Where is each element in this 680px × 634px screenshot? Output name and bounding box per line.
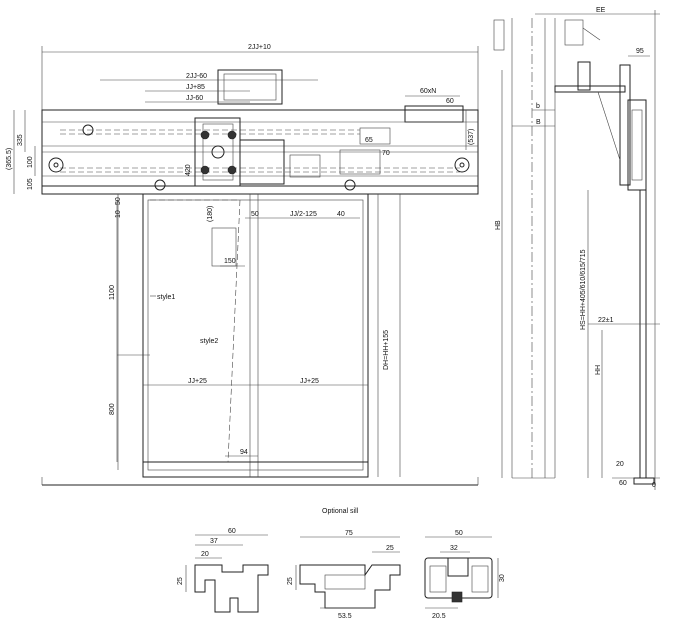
pulley-left-top	[82, 124, 94, 136]
label-95: 95	[636, 48, 644, 55]
svg-text:60: 60	[228, 528, 236, 535]
sill-profile-1: 60 37 20 25	[177, 528, 269, 613]
label-hb: HB	[495, 220, 502, 230]
label-ee: EE	[596, 7, 606, 14]
label-60-side: 60	[619, 480, 627, 487]
label-60-a: 60	[446, 98, 454, 105]
sill-profile-3: 50 32 30 20.5	[424, 530, 506, 620]
svg-text:30: 30	[499, 574, 506, 582]
label-style2: style2	[200, 338, 218, 345]
label-50-left: 50	[115, 197, 122, 205]
svg-text:25: 25	[177, 577, 184, 585]
label-50-mid: 50	[251, 211, 259, 218]
label-jj25-right: JJ+25	[300, 378, 319, 385]
pulley-right	[454, 157, 470, 173]
side-view: EE 95 b B HB HS=HH+405/610/615/715	[493, 7, 660, 490]
svg-text:53.5: 53.5	[338, 613, 352, 620]
label-jj25-left: JJ+25	[188, 378, 207, 385]
svg-text:20: 20	[201, 551, 209, 558]
label-hh: HH	[595, 365, 602, 375]
svg-text:75: 75	[345, 530, 353, 537]
sill-profile-2: 75 25 25 53.5	[287, 530, 401, 620]
front-view: 2JJ+10 2JJ-60 JJ+85 JJ-60 60xN 60	[6, 44, 479, 486]
header-side	[619, 64, 631, 186]
sill-title: Optional sill	[322, 508, 359, 515]
door-panels	[142, 193, 369, 478]
label-b-lower: b	[536, 103, 540, 110]
belt-track	[60, 129, 460, 173]
svg-text:25: 25	[386, 545, 394, 552]
central-hanger	[194, 117, 391, 187]
label-2jj-10: 2JJ+10	[248, 44, 271, 51]
label-22: 22±1	[598, 317, 614, 324]
label-537: (537)	[468, 129, 475, 145]
svg-text:50: 50	[455, 530, 463, 537]
label-105: 105	[27, 178, 34, 190]
label-150: 150	[224, 258, 236, 265]
label-10: 10	[115, 210, 122, 218]
label-jj-60: JJ-60	[186, 95, 203, 102]
svg-text:20.5: 20.5	[432, 613, 446, 620]
label-0: 0	[652, 482, 656, 489]
label-20: 20	[616, 461, 624, 468]
pulley-left	[48, 157, 64, 173]
label-180: (180)	[207, 206, 214, 222]
motor-box	[217, 69, 283, 105]
label-hs: HS=HH+405/610/615/715	[580, 249, 587, 330]
label-420: 420	[185, 164, 192, 176]
label-1100: 1100	[109, 285, 116, 300]
label-335: 335	[17, 134, 24, 146]
svg-text:32: 32	[450, 545, 458, 552]
svg-text:25: 25	[287, 577, 294, 585]
label-b-upper: B	[536, 119, 541, 126]
label-jj2-125: JJ/2-125	[290, 211, 317, 218]
label-2jj-60: 2JJ-60	[186, 73, 207, 80]
svg-text:37: 37	[210, 538, 218, 545]
label-94: 94	[240, 449, 248, 456]
label-40: 40	[337, 211, 345, 218]
label-style1: style1	[157, 294, 175, 301]
label-jj-85: JJ+85	[186, 84, 205, 91]
sill-section: Optional sill 60 37 20 25 75 25 25 53.5	[177, 508, 506, 620]
label-dh: DH=HH+155	[383, 330, 390, 370]
label-800: 800	[109, 403, 116, 415]
motor-side	[564, 19, 584, 46]
label-60xn: 60xN	[420, 88, 436, 95]
label-70: 70	[382, 150, 390, 157]
label-365-5: (365.5)	[6, 148, 13, 170]
label-65: 65	[365, 137, 373, 144]
label-100: 100	[27, 156, 34, 168]
